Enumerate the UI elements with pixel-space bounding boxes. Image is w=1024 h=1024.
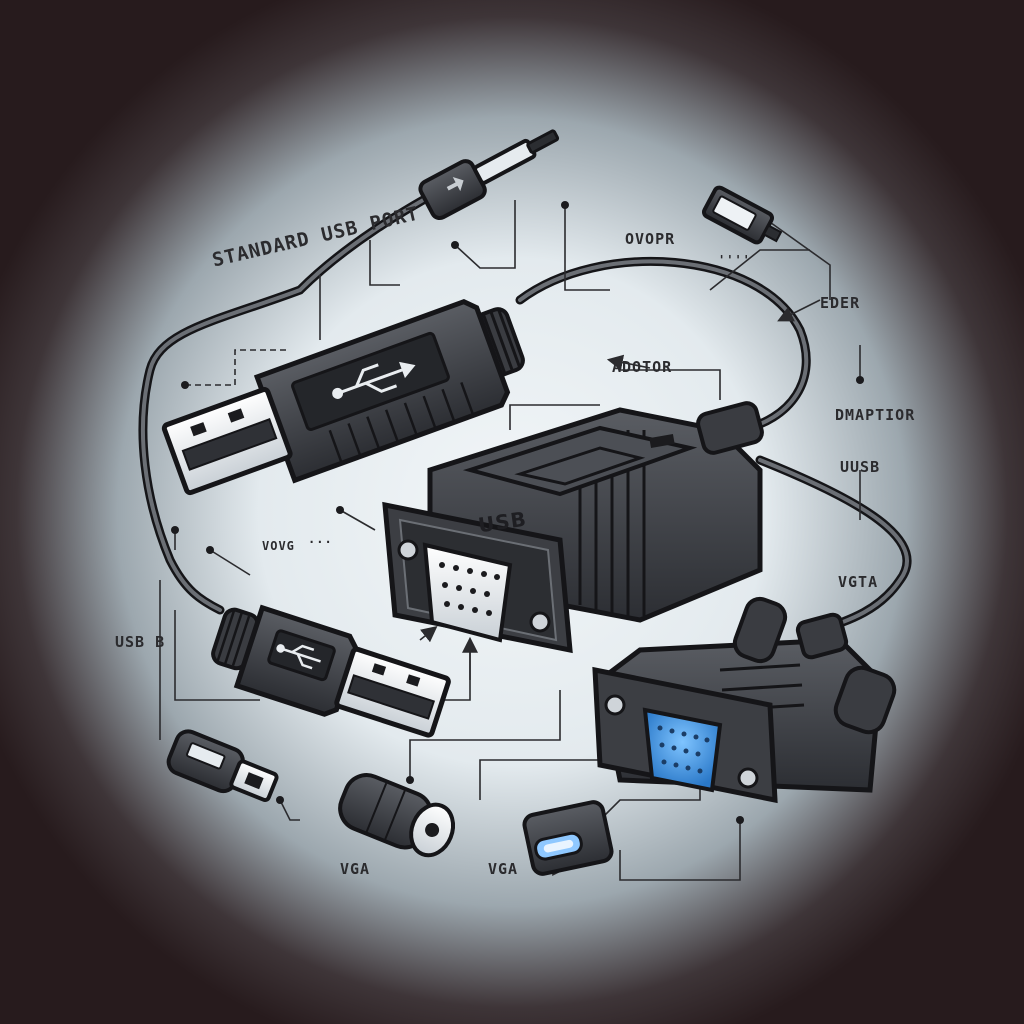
label-dmaptior: DMAPTIOR <box>835 406 916 424</box>
vga-port-icon <box>642 707 723 793</box>
label-uusb: UUSB <box>840 458 881 476</box>
arrow-icon <box>419 299 821 876</box>
barrel-plug-bottom <box>338 773 456 858</box>
label-ovop-extra: '''' <box>718 253 751 267</box>
usb-vga-adapter <box>382 401 764 654</box>
usb-c-connector-bottom <box>522 800 614 876</box>
label-vovg: VOVG <box>262 539 295 553</box>
usb-trident-icon <box>332 361 416 399</box>
label-vga-left: VGA <box>340 860 371 878</box>
label-vgta: VGTA <box>838 573 879 591</box>
label-vovg-extra: ··· <box>308 535 333 549</box>
cables <box>138 170 912 635</box>
vga-connector-right <box>592 596 897 804</box>
mini-usb-connector-top <box>418 129 560 221</box>
small-connector-top-right <box>701 185 783 245</box>
vga-port-icon <box>422 542 513 643</box>
label-vga-mid: VGA <box>488 860 519 878</box>
label-usb-b: USB B <box>115 633 166 651</box>
callout-lines <box>159 200 861 881</box>
label-adaptor: ADOTOR <box>612 358 673 376</box>
usb-a-plug-small <box>211 604 451 738</box>
mini-connector-bottom-left <box>166 729 279 802</box>
usb-trident-icon <box>446 177 464 192</box>
label-ovop: OVOPR <box>625 230 676 248</box>
usb-trident-icon <box>276 644 321 670</box>
label-eder: EDER <box>820 294 861 312</box>
usb-a-plug-large <box>161 299 525 496</box>
